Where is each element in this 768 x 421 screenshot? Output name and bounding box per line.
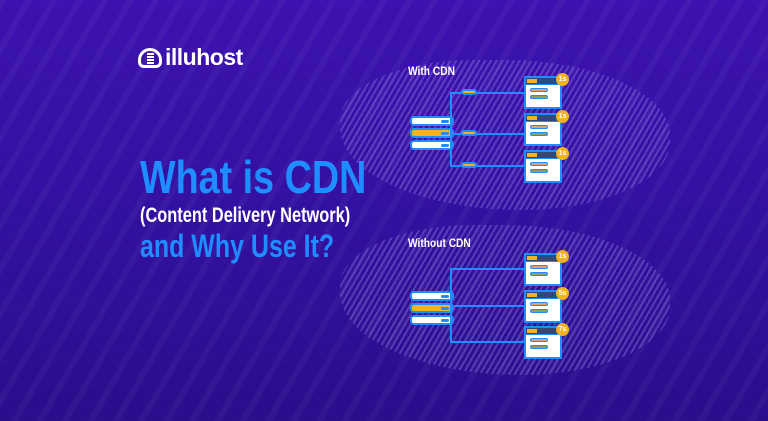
client-browser-icon: 1s bbox=[524, 73, 569, 109]
cdn-node-icon bbox=[461, 89, 477, 95]
client-browser-icon: 5s bbox=[524, 287, 569, 323]
load-time-badge: 7s bbox=[556, 323, 569, 336]
headline: What is CDN bbox=[140, 151, 367, 203]
connector-line bbox=[454, 305, 526, 307]
load-time-badge: 5s bbox=[556, 287, 569, 300]
world-map-bottom bbox=[340, 225, 670, 375]
client-browser-icon: 1s bbox=[524, 110, 569, 146]
logo: illuhost bbox=[138, 44, 243, 71]
with-cdn-label: With CDN bbox=[408, 64, 455, 78]
cdn-node-icon bbox=[461, 130, 477, 136]
subheadline: (Content Delivery Network) bbox=[140, 204, 351, 227]
world-map-top bbox=[340, 60, 670, 210]
connector-line bbox=[450, 341, 526, 343]
load-time-badge: 1s bbox=[556, 250, 569, 263]
client-browser-icon: 1s bbox=[524, 250, 569, 286]
client-browser-icon: 1s bbox=[524, 147, 569, 183]
connector-line bbox=[450, 92, 452, 167]
without-cdn-label: Without CDN bbox=[408, 236, 471, 250]
connector-line bbox=[450, 165, 526, 167]
connector-line bbox=[450, 268, 526, 270]
logo-text: illuhost bbox=[165, 44, 243, 70]
origin-server-icon bbox=[410, 116, 454, 152]
load-time-badge: 1s bbox=[556, 110, 569, 123]
connector-line bbox=[450, 268, 452, 343]
origin-server-icon bbox=[410, 291, 454, 327]
connector-line bbox=[454, 133, 526, 135]
load-time-badge: 1s bbox=[556, 147, 569, 160]
cdn-node-icon bbox=[461, 162, 477, 168]
client-browser-icon: 7s bbox=[524, 323, 569, 359]
cloud-server-icon bbox=[138, 47, 162, 68]
headline-line-3: and Why Use It? bbox=[140, 228, 335, 264]
load-time-badge: 1s bbox=[556, 73, 569, 86]
connector-line bbox=[450, 92, 526, 94]
